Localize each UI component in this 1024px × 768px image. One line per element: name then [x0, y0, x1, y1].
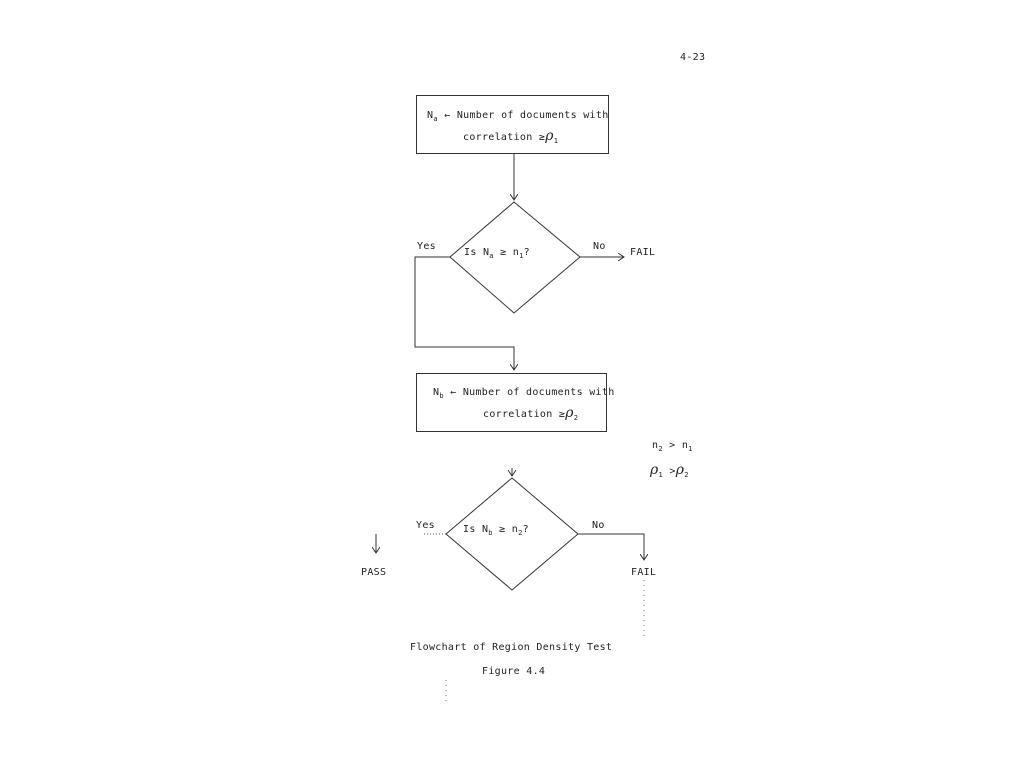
box2-correlation: correlation: [483, 409, 553, 420]
box1-line2: correlation ≥ρ1: [463, 128, 558, 145]
cond-rho1-sub: 1: [658, 471, 664, 479]
box1-rho: ρ: [545, 128, 554, 144]
decision1-n: n: [512, 247, 520, 258]
decision2-q: ?: [522, 524, 529, 535]
decision2-diamond: [445, 477, 579, 591]
box2-var-sub: b: [439, 392, 444, 400]
decision2-yes-label: Yes: [416, 520, 435, 531]
decision2-var-sub: b: [488, 529, 493, 537]
cond-rho2-sub: 2: [684, 471, 689, 479]
decision1-n-sub: 1: [519, 252, 524, 260]
cond-n2-sub: 2: [658, 445, 663, 453]
box1-var: N: [427, 110, 434, 121]
caption-title: Flowchart of Region Density Test: [410, 642, 613, 653]
decision2-prefix: Is N: [463, 524, 489, 535]
box1-geq: ≥: [538, 132, 546, 143]
box2-rho: ρ: [565, 405, 574, 421]
cond-rho1: ρ: [650, 462, 659, 478]
condition-n: n2 > n1: [652, 440, 693, 453]
decision2-text: Is Nb ≥ n2?: [463, 524, 529, 537]
box1-assign-arrow: ←: [444, 110, 451, 121]
box2-rho-sub: 2: [573, 414, 579, 422]
box1-line1: Na ← Number of documents with: [427, 110, 609, 123]
connector-decision1-yes: [414, 256, 514, 370]
decision1-prefix: Is N: [464, 247, 490, 258]
cond-op2: >: [669, 466, 676, 477]
decision1-no-label: No: [593, 241, 606, 252]
box1-var-sub: a: [433, 115, 438, 123]
cond-n1: n: [681, 440, 689, 451]
cond-rho2: ρ: [675, 462, 685, 478]
box2-line1: Nb ← Number of documents with: [433, 387, 615, 400]
decision2-n-sub: 2: [518, 529, 523, 537]
box1-rho-sub: 1: [553, 137, 559, 145]
decision2-pass: PASS: [361, 567, 387, 578]
decision2-n: n: [511, 524, 519, 535]
cond-op1: >: [669, 440, 676, 451]
box1-text: Number of documents with: [456, 110, 609, 121]
box2-geq: ≥: [558, 409, 566, 420]
connector-decision2-no: [578, 533, 644, 560]
decision1-q: ?: [523, 247, 530, 258]
caption-figure: Figure 4.4: [482, 666, 546, 677]
decision1-diamond: [449, 201, 581, 314]
decision1-fail: FAIL: [630, 247, 656, 258]
cond-n2: n: [652, 440, 659, 451]
decision1-yes-label: Yes: [417, 241, 436, 252]
decision1-text: Is Na ≥ n1?: [464, 247, 530, 260]
box2-line2: correlation ≥ρ2: [483, 405, 578, 422]
process-box-1: Na ← Number of documents with correlatio…: [416, 95, 609, 154]
box2-assign-arrow: ←: [450, 387, 457, 398]
decision2-geq: ≥: [499, 524, 506, 535]
process-box-2: Nb ← Number of documents with correlatio…: [416, 373, 614, 432]
box1-correlation: correlation: [463, 132, 533, 143]
decision1-geq: ≥: [500, 247, 507, 258]
condition-rho: ρ1 >ρ2: [650, 462, 689, 479]
decision2-no-label: No: [592, 520, 605, 531]
decision1-var-sub: a: [489, 252, 494, 260]
decision2-fail: FAIL: [631, 567, 657, 578]
box2-var: N: [433, 387, 440, 398]
page-number: 4-23: [680, 52, 706, 63]
box2-text: Number of documents with: [462, 387, 615, 398]
cond-n1-sub: 1: [688, 445, 693, 453]
